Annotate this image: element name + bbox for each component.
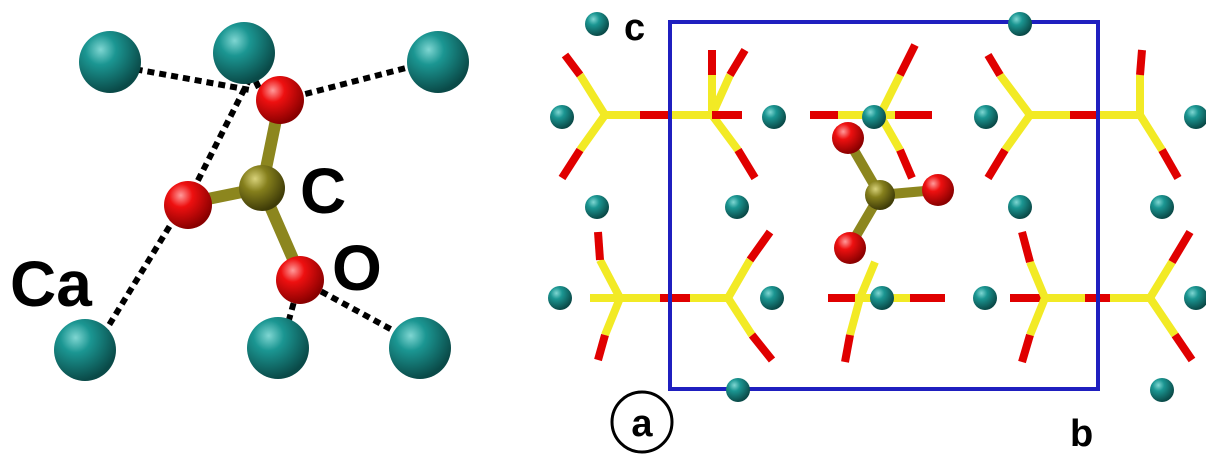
carbonate-stick-group <box>828 260 945 363</box>
calcium-atom <box>585 195 609 219</box>
bond-ca4-o-left <box>92 204 185 350</box>
highlighted-carbonate <box>832 122 954 264</box>
carbonate-stick-group <box>668 47 759 181</box>
oxygen-atom <box>834 232 866 264</box>
calcium-atom <box>1150 378 1174 402</box>
calcium-atom <box>79 31 141 93</box>
coordination-panel: C O Ca <box>10 22 469 381</box>
calcium-atom <box>585 12 609 36</box>
oxygen-atom <box>256 76 304 124</box>
axis-a-circle <box>610 390 674 454</box>
calcium-atom <box>550 105 574 129</box>
axis-label-b: b <box>1070 413 1093 455</box>
calcium-atom <box>974 105 998 129</box>
calcium-atom <box>862 105 886 129</box>
label-calcium: Ca <box>10 248 92 320</box>
oxygen-atom <box>276 256 324 304</box>
calcium-atom <box>213 22 275 84</box>
calcium-atom <box>389 317 451 379</box>
oxygen-atom <box>922 174 954 206</box>
calcium-atom <box>407 31 469 93</box>
unit-cell-outline <box>668 20 1100 391</box>
calcium-atom <box>1184 286 1206 310</box>
carbonate-stick-group <box>690 229 776 363</box>
calcium-atom <box>1184 105 1206 129</box>
calcium-atom <box>1008 195 1032 219</box>
carbon-atom <box>865 180 895 210</box>
oxygen-atom <box>164 181 212 229</box>
label-carbon: C <box>300 155 346 227</box>
calcium-atom <box>726 378 750 402</box>
label-oxygen: O <box>332 232 382 304</box>
calcium-atom <box>1150 195 1174 219</box>
calcium-atom <box>762 105 786 129</box>
carbonate-stick-group <box>1098 49 1182 180</box>
calcium-atoms <box>548 12 1206 402</box>
calcium-atom <box>725 195 749 219</box>
carbonate-stick-group <box>1010 230 1110 364</box>
calcium-atom <box>54 319 116 381</box>
axis-label-c: c <box>624 7 645 49</box>
carbonate-stick-group <box>558 52 668 181</box>
bond-ca2-o-left <box>185 76 253 202</box>
carbonate-stick-group <box>590 231 690 362</box>
oxygen-atom <box>832 122 864 154</box>
carbonate-stick-group <box>1110 229 1196 363</box>
carbon-atom <box>239 165 285 211</box>
calcium-atom <box>1008 12 1032 36</box>
calcium-atom <box>760 286 784 310</box>
axis-label-a: a <box>631 403 653 445</box>
calcium-atom <box>548 286 572 310</box>
carbonate-stick-group <box>984 52 1098 181</box>
calcium-atom <box>973 286 997 310</box>
calcium-atom <box>870 286 894 310</box>
unit-cell-panel: c b a <box>548 7 1206 455</box>
calcium-atom <box>247 317 309 379</box>
